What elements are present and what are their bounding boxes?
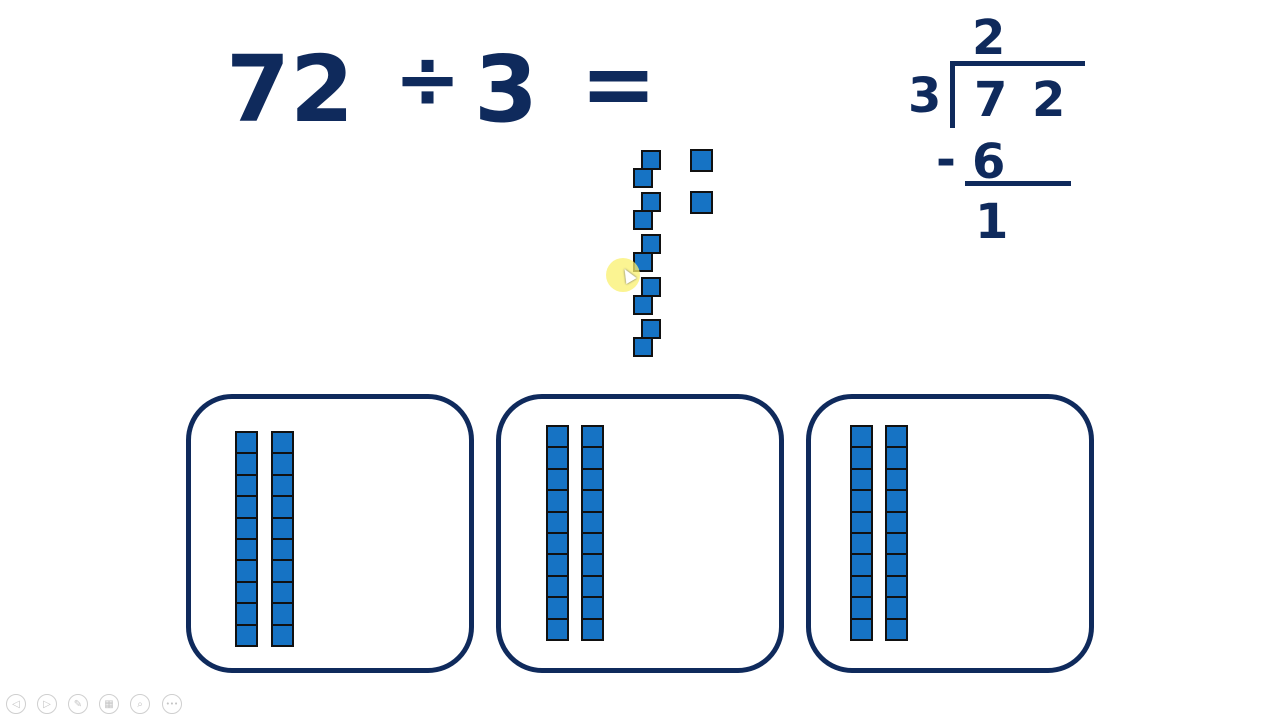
divisor: 3 <box>474 36 539 143</box>
unit-cube[interactable] <box>633 295 653 315</box>
pen-icon[interactable]: ✎ <box>68 694 88 714</box>
tens-rod[interactable] <box>581 425 604 641</box>
zoom-icon[interactable]: ⌕ <box>130 694 150 714</box>
tens-rod[interactable] <box>546 425 569 641</box>
tens-rod[interactable] <box>850 425 873 641</box>
unit-cube[interactable] <box>641 319 661 339</box>
group-box-1 <box>186 394 474 673</box>
previous-slide-icon[interactable]: ◁ <box>6 694 26 714</box>
division-bracket-side <box>950 61 955 128</box>
divide-sign: ÷ <box>394 33 462 126</box>
tens-rod[interactable] <box>235 431 258 647</box>
minus-sign: - <box>936 132 956 188</box>
dividend: 72 <box>226 36 355 143</box>
unit-cube[interactable] <box>641 277 661 297</box>
slide-sorter-icon[interactable]: ▦ <box>99 694 119 714</box>
group-box-3 <box>806 394 1094 673</box>
tens-rod[interactable] <box>885 425 908 641</box>
product: 6 <box>972 134 1006 190</box>
next-slide-icon[interactable]: ▷ <box>37 694 57 714</box>
unit-cube[interactable] <box>633 210 653 230</box>
unit-cube[interactable] <box>690 191 713 214</box>
quotient: 2 <box>972 10 1006 66</box>
group-box-2 <box>496 394 784 673</box>
equals-sign: = <box>580 30 658 137</box>
dividend-tens: 7 <box>974 72 1008 128</box>
remainder: 1 <box>975 194 1009 250</box>
cursor-highlight <box>606 258 640 292</box>
subtraction-line <box>965 181 1071 186</box>
ld-divisor: 3 <box>908 68 942 124</box>
tens-rod[interactable] <box>271 431 294 647</box>
unit-cube[interactable] <box>690 149 713 172</box>
unit-cube[interactable] <box>641 192 661 212</box>
unit-cube[interactable] <box>641 234 661 254</box>
unit-cube[interactable] <box>633 168 653 188</box>
more-options-icon[interactable]: ••• <box>162 694 182 714</box>
unit-cube[interactable] <box>641 150 661 170</box>
division-bracket-top <box>950 61 1085 66</box>
dividend-ones: 2 <box>1032 72 1066 128</box>
unit-cube[interactable] <box>633 337 653 357</box>
